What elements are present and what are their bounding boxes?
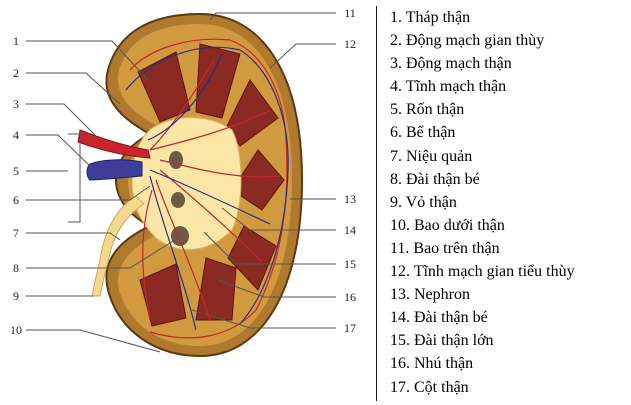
callout-5: 5 <box>13 164 19 178</box>
kidney-illustration <box>78 14 302 356</box>
callout-1: 1 <box>13 34 19 48</box>
legend-item-11: 11. Bao trên thận <box>390 237 575 260</box>
callout-2: 2 <box>13 66 19 80</box>
legend-item-3: 3. Động mạch thận <box>390 52 575 75</box>
renal-vein <box>87 160 142 180</box>
legend-list: 1. Tháp thận 2. Động mạch gian thùy 3. Đ… <box>376 6 575 401</box>
callout-10: 10 <box>10 323 22 337</box>
callout-14: 14 <box>344 223 356 237</box>
callout-11: 11 <box>344 6 356 20</box>
kidney-diagram: 1 2 3 4 5 6 7 8 9 10 11 12 13 14 15 16 1… <box>0 0 380 405</box>
callout-15: 15 <box>344 257 356 271</box>
legend-item-9: 9. Vỏ thận <box>390 191 575 214</box>
legend-item-7: 7. Niệu quản <box>390 145 575 168</box>
callout-7: 7 <box>13 226 19 240</box>
legend-item-2: 2. Động mạch gian thùy <box>390 29 575 52</box>
legend-item-5: 5. Rốn thận <box>390 98 575 121</box>
legend-item-14: 14. Đài thận bé <box>390 306 575 329</box>
legend-item-15: 15. Đài thận lớn <box>390 329 575 352</box>
callout-16: 16 <box>344 290 356 304</box>
legend-item-16: 16. Nhú thận <box>390 352 575 375</box>
callout-9: 9 <box>13 289 19 303</box>
legend-item-4: 4. Tĩnh mạch thận <box>390 75 575 98</box>
callout-4: 4 <box>13 128 19 142</box>
callout-3: 3 <box>13 97 19 111</box>
legend-item-8: 8. Đài thận bé <box>390 168 575 191</box>
legend-item-1: 1. Tháp thận <box>390 6 575 29</box>
callout-6: 6 <box>13 193 19 207</box>
legend-item-13: 13. Nephron <box>390 283 575 306</box>
callout-8: 8 <box>13 261 19 275</box>
legend-item-12: 12. Tĩnh mạch gian tiểu thùy <box>390 260 575 283</box>
callout-12: 12 <box>344 37 356 51</box>
legend-item-17: 17. Cột thận <box>390 376 575 399</box>
callout-17: 17 <box>344 321 356 335</box>
legend-item-6: 6. Bể thận <box>390 121 575 144</box>
legend-item-10: 10. Bao dưới thận <box>390 214 575 237</box>
callout-13: 13 <box>344 192 356 206</box>
